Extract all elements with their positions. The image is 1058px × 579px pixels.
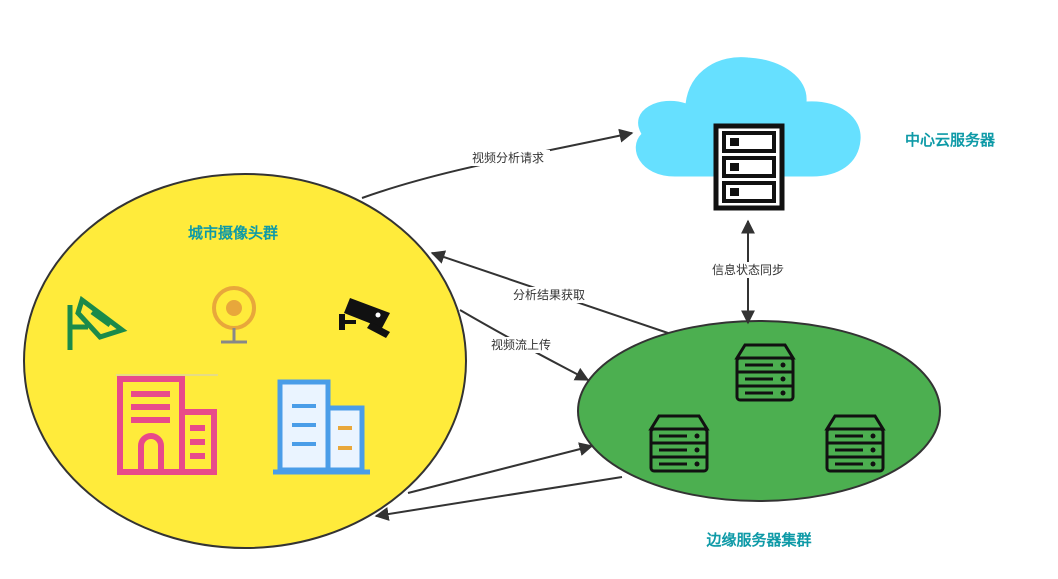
edge-server-icon [648,414,710,473]
rack-server-icon [713,123,785,211]
edge-label-video-upload: 视频流上传 [491,337,551,352]
monitor-camera-icon [67,295,128,350]
edge-label-state-sync: 信息状态同步 [712,262,784,277]
blue-building-icon [273,379,370,475]
edge-lower-return [374,476,623,521]
edge-cluster-ellipse [577,320,941,502]
edge-server-icon [824,414,886,473]
cloud-server-title: 中心云服务器 [905,131,996,149]
pink-building-icon [117,376,217,475]
camera-cluster-title: 城市摄像头群 [188,224,278,242]
edge-cluster-title: 边缘服务器集群 [705,531,811,549]
edge-lower-upload [407,442,594,494]
webcam-icon [212,286,256,344]
edge-label-video-analysis-request: 视频分析请求 [472,150,544,165]
cctv-camera-icon [339,298,390,338]
edge-server-icon [734,343,796,402]
cloud-shape [635,57,861,177]
edge-label-result-fetch: 分析结果获取 [513,288,585,302]
